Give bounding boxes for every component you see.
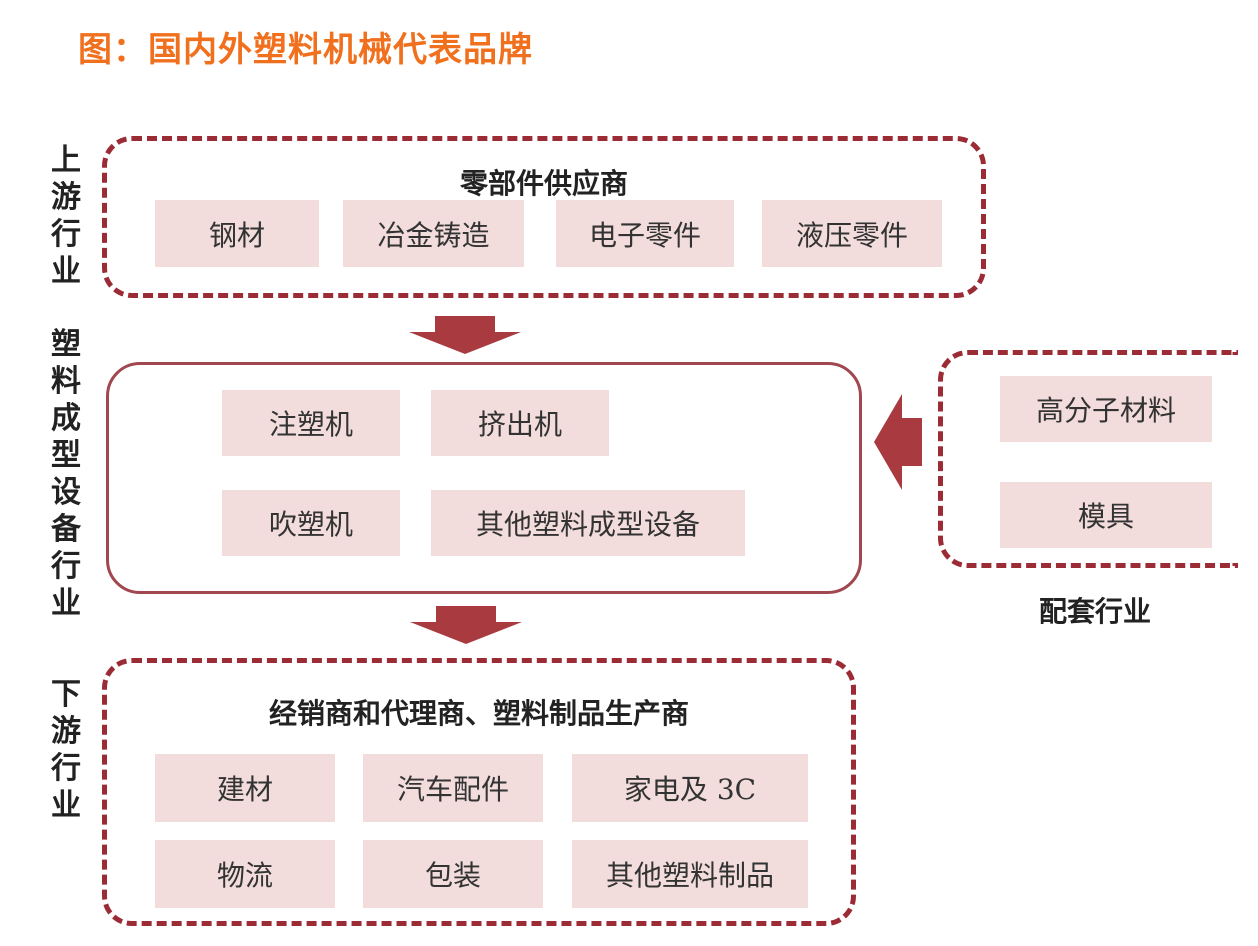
arrow-left-icon xyxy=(874,394,922,490)
upstream-group-title: 零部件供应商 xyxy=(459,167,628,200)
supporting-item-polymer-materials: 高分子材料 xyxy=(1000,376,1212,442)
midstream-group xyxy=(106,362,862,594)
arrow-down-icon xyxy=(409,316,521,354)
side-label-downstream: 下游行业 xyxy=(51,677,81,823)
downstream-item-auto-parts: 汽车配件 xyxy=(363,754,543,822)
arrow-down-icon xyxy=(410,606,522,644)
supporting-item-molds: 模具 xyxy=(1000,482,1212,548)
downstream-group xyxy=(102,658,856,926)
downstream-group-title: 经销商和代理商、塑料制品生产商 xyxy=(268,697,689,730)
downstream-item-building-materials: 建材 xyxy=(155,754,335,822)
supporting-group-label: 配套行业 xyxy=(1038,595,1151,628)
downstream-item-logistics: 物流 xyxy=(155,840,335,908)
midstream-item-blow-molding: 吹塑机 xyxy=(222,490,400,556)
supporting-group xyxy=(938,350,1238,568)
downstream-item-appliances-3c: 家电及 3C xyxy=(572,754,808,822)
downstream-item-packaging: 包装 xyxy=(363,840,543,908)
diagram-title: 图：国内外塑料机械代表品牌 xyxy=(78,30,533,70)
midstream-item-injection-molding: 注塑机 xyxy=(222,390,400,456)
midstream-item-extruder: 挤出机 xyxy=(431,390,609,456)
upstream-item-steel: 钢材 xyxy=(155,200,319,267)
side-label-upstream: 上游行业 xyxy=(51,143,81,289)
upstream-item-electronic-parts: 电子零件 xyxy=(556,200,734,267)
midstream-item-other-equipment: 其他塑料成型设备 xyxy=(431,490,745,556)
upstream-group xyxy=(102,136,986,298)
side-label-midstream: 塑料成型设备行业 xyxy=(51,327,81,621)
upstream-item-hydraulic-parts: 液压零件 xyxy=(762,200,942,267)
downstream-item-other-plastic-products: 其他塑料制品 xyxy=(572,840,808,908)
upstream-item-metallurgy-casting: 冶金铸造 xyxy=(343,200,524,267)
